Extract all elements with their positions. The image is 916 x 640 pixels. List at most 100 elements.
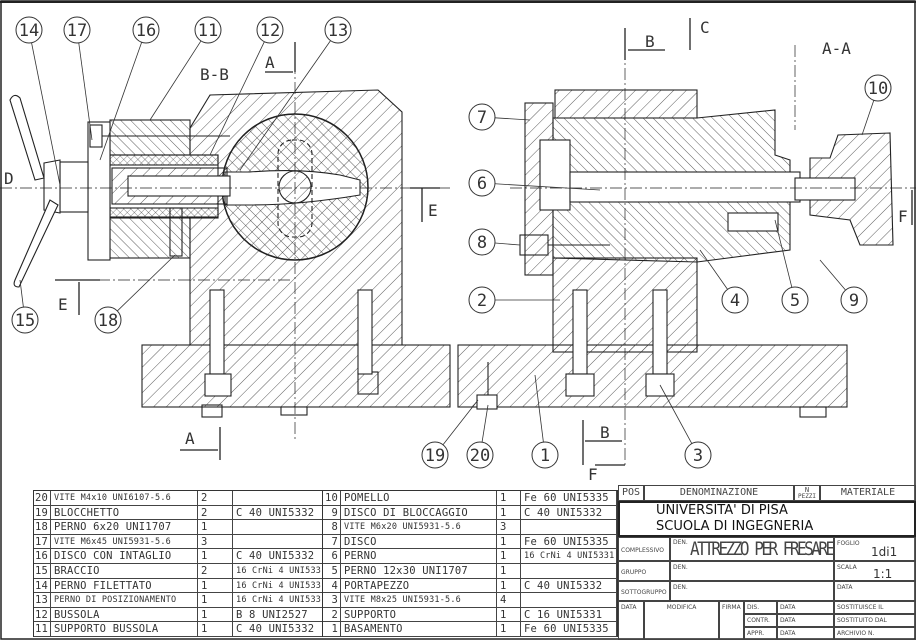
part-pos: 12 <box>34 607 51 622</box>
part-material: C 40 UNI5332 <box>521 505 617 520</box>
scala-value: 1:1 <box>873 567 893 581</box>
part-name: VITE M6x20 UNI5931-5.6 <box>341 520 497 534</box>
label-data-dis: DATA <box>777 601 834 614</box>
part-name: PERNO DI POSIZIONAMENTO <box>51 593 198 607</box>
part-pos: 16 <box>34 549 51 563</box>
leader-line <box>209 41 265 156</box>
part-material: Fe 60 UNI5335 <box>521 534 617 549</box>
part-name: BLOCCHETTO <box>51 505 198 520</box>
balloon-number: 14 <box>19 21 39 41</box>
foglio-cell: FOGLIO 1di1 <box>834 537 916 561</box>
balloon-circle <box>94 306 122 334</box>
part-qty: 1 <box>198 622 233 636</box>
part-pos: 7 <box>323 534 341 549</box>
part-qty: 3 <box>198 534 233 549</box>
section-label-aa: A-A <box>822 39 851 58</box>
balloon-number: 20 <box>470 446 490 466</box>
balloon-number: 19 <box>425 446 445 466</box>
part-name: POMELLO <box>341 491 497 505</box>
part-name: DISCO CON INTAGLIO <box>51 549 198 563</box>
part-name: VITE M8x25 UNI5931-5.6 <box>341 593 497 607</box>
label-data-contr: DATA <box>777 614 834 627</box>
label-data-rev: DATA <box>618 601 644 640</box>
balloon-circle <box>468 228 496 256</box>
part-qty: 4 <box>497 593 521 607</box>
part-name: PERNO <box>341 549 497 563</box>
foglio-value: 1di1 <box>871 545 898 559</box>
leader-line <box>861 100 875 136</box>
part-material <box>233 534 323 549</box>
label-den-sottogruppo: DEN. <box>670 581 834 601</box>
balloon-circle <box>466 441 494 469</box>
part-pos: 20 <box>34 491 51 505</box>
part-qty: 1 <box>198 520 233 534</box>
part-pos: 1 <box>323 622 341 636</box>
balloon-19: 19 <box>421 399 479 469</box>
part-name: DISCO <box>341 534 497 549</box>
part-name: VITE M6x45 UNI5931-5.6 <box>51 534 198 549</box>
balloon-number: 3 <box>693 446 703 466</box>
part-material <box>521 520 617 534</box>
balloon-circle <box>864 74 892 102</box>
section-label-bb: B-B <box>200 65 229 84</box>
label-contr: CONTR. <box>744 614 777 627</box>
part-qty: 1 <box>497 549 521 563</box>
balloon-number: 13 <box>328 21 348 41</box>
marker-a-bottom: A <box>185 429 195 448</box>
leader-line <box>442 399 479 446</box>
part-name: VITE M4x10 UNI6107-5.6 <box>51 491 198 505</box>
part-pos: 13 <box>34 593 51 607</box>
balloon-16: 16 <box>99 16 160 161</box>
balloon-number: 5 <box>790 291 800 311</box>
part-pos: 14 <box>34 578 51 593</box>
part-material <box>521 593 617 607</box>
part-qty: 1 <box>497 578 521 593</box>
label-foglio: FOGLIO <box>837 540 860 547</box>
marker-d: D <box>4 169 14 188</box>
balloon-circle <box>840 286 868 314</box>
balloon-17: 17 <box>63 16 93 141</box>
label-den-gruppo: DEN. <box>670 561 834 581</box>
balloon-circle <box>11 306 39 334</box>
header-n: N <box>804 486 810 494</box>
part-pos: 17 <box>34 534 51 549</box>
balloon-number: 1 <box>540 446 550 466</box>
label-sostituisce: SOSTITUISCE IL <box>834 601 916 614</box>
part-qty: 1 <box>198 549 233 563</box>
part-pos: 10 <box>323 491 341 505</box>
leader-line <box>774 219 793 288</box>
balloon-circle <box>421 441 449 469</box>
complessivo-cell: DEN.ATTREZZO PER FRESARE <box>670 537 834 561</box>
part-pos: 3 <box>323 593 341 607</box>
balloon-3: 3 <box>659 384 712 469</box>
balloon-circle <box>531 441 559 469</box>
marker-b-top: B <box>645 32 655 51</box>
leader-line <box>31 42 61 186</box>
label-dis: DIS. <box>744 601 777 614</box>
balloon-circle <box>194 16 222 44</box>
part-material: C 40 UNI5332 <box>521 578 617 593</box>
part-name: BRACCIO <box>51 564 198 578</box>
label-data-main: DATA <box>834 581 916 601</box>
balloon-circle <box>781 286 809 314</box>
part-material <box>521 564 617 578</box>
balloon-5: 5 <box>774 219 809 314</box>
leader-line <box>239 40 331 171</box>
marker-e-left: E <box>58 295 68 314</box>
leader-line <box>149 40 202 121</box>
